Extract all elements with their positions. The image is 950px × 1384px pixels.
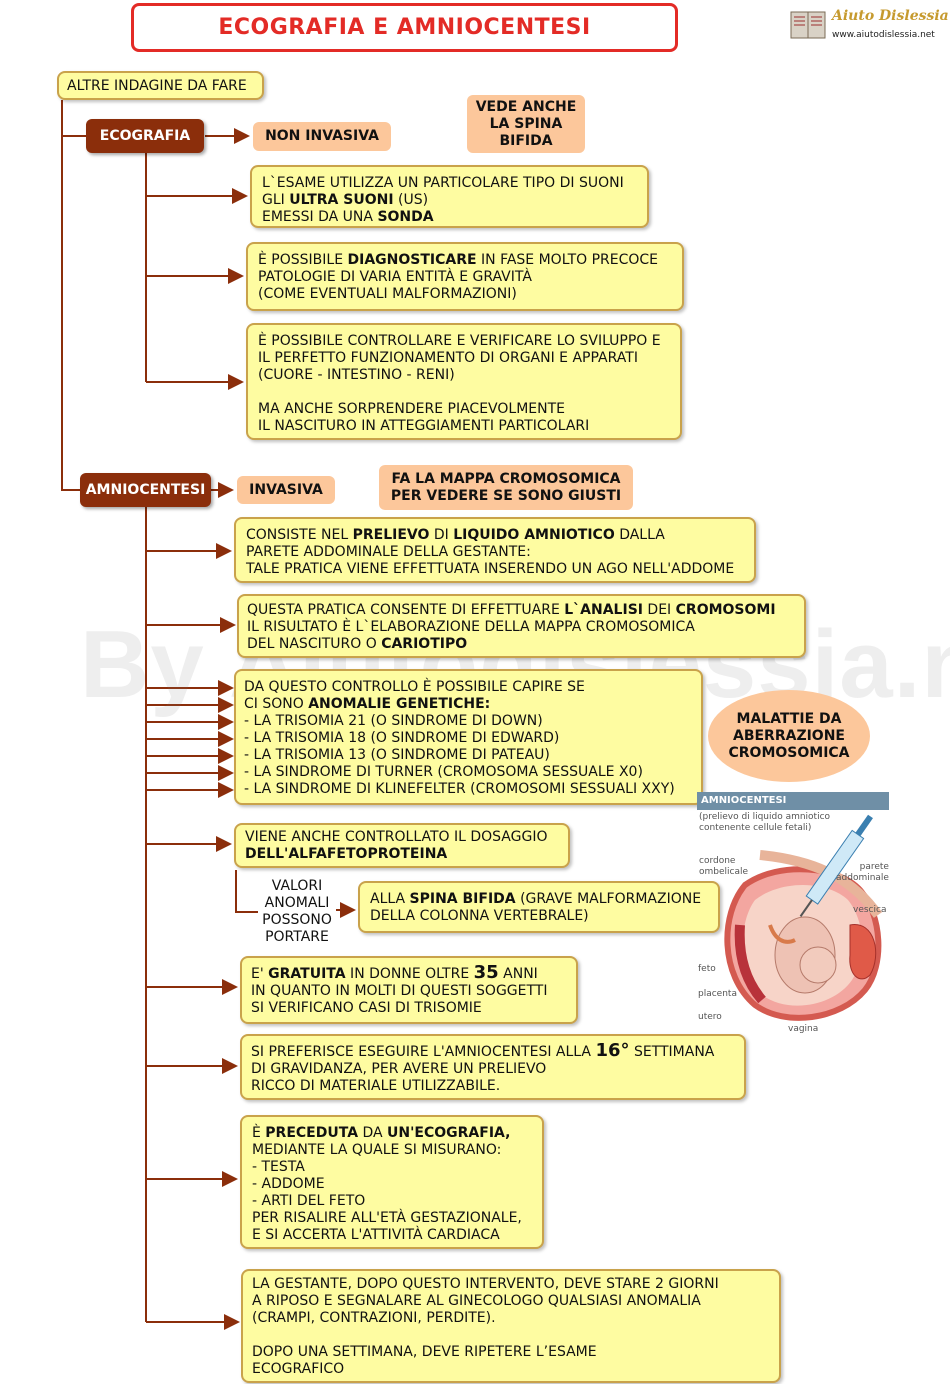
amniocentesi-header: AMNIOCENTESI [80,473,211,507]
label-utero: utero [698,1012,722,1022]
label-feto: feto [698,964,716,974]
amniocentesi-item-gratuita: E' GRATUITA IN DONNE OLTRE 35 ANNI IN QU… [240,956,578,1024]
label-vagina: vagina [788,1024,819,1034]
illustration-subtitle: (prelievo di liquido amniotico contenent… [699,812,831,833]
label-cordone: cordone ombelicale [699,856,749,877]
root-node: ALTRE INDAGINE DA FARE [57,71,264,100]
amniocentesi-item-riposo: LA GESTANTE, DOPO QUESTO INTERVENTO, DEV… [241,1269,781,1383]
amniocentesi-item-prelievo: CONSISTE NEL PRELIEVO DI LIQUIDO AMNIOTI… [234,517,756,583]
logo-book-icon [788,8,828,42]
malattie-note: MALATTIE DA ABERRAZIONE CROMOSOMICA [708,690,870,782]
logo-url: www.aiutodislessia.net [832,30,935,40]
amniocentesi-tag: INVASIVA [237,476,335,504]
label-vescica: vescica [853,905,887,915]
amniocentesi-item-alfafeto: VIENE ANCHE CONTROLLATO IL DOSAGGIO DELL… [234,823,570,868]
ecografia-item-1: L`ESAME UTILIZZA UN PARTICOLARE TIPO DI … [250,165,649,228]
amniocentesi-note: FA LA MAPPA CROMOSOMICA PER VEDERE SE SO… [379,465,633,510]
ecografia-note: VEDE ANCHE LA SPINA BIFIDA [467,95,585,153]
label-parete: parete addominale [836,862,889,883]
ecografia-tag: NON INVASIVA [253,122,391,151]
amniocentesi-item-ecografia: È PRECEDUTA DA UN'ECOGRAFIA, MEDIANTE LA… [240,1115,544,1249]
label-placenta: placenta [698,989,737,999]
ecografia-item-2: È POSSIBILE DIAGNOSTICARE IN FASE MOLTO … [246,242,684,311]
logo-name: Aiuto Dislessia [832,8,949,24]
amniocentesi-illustration [700,805,890,1035]
amniocentesi-item-cromosomi: QUESTA PRATICA CONSENTE DI EFFETTUARE L`… [237,594,806,658]
valori-anomali-label: VALORI ANOMALI POSSONO PORTARE [262,878,332,945]
amniocentesi-item-spina-bifida: ALLA SPINA BIFIDA (GRAVE MALFORMAZIONE D… [358,881,720,933]
page-title: ECOGRAFIA E AMNIOCENTESI [131,3,678,52]
illustration-title: AMNIOCENTESI [697,792,889,810]
amniocentesi-item-anomalie: DA QUESTO CONTROLLO È POSSIBILE CAPIRE S… [234,669,703,805]
ecografia-header: ECOGRAFIA [86,119,204,153]
ecografia-item-3: È POSSIBILE CONTROLLARE E VERIFICARE LO … [246,323,682,440]
amniocentesi-item-settimana: SI PREFERISCE ESEGUIRE L'AMNIOCENTESI AL… [240,1034,746,1100]
